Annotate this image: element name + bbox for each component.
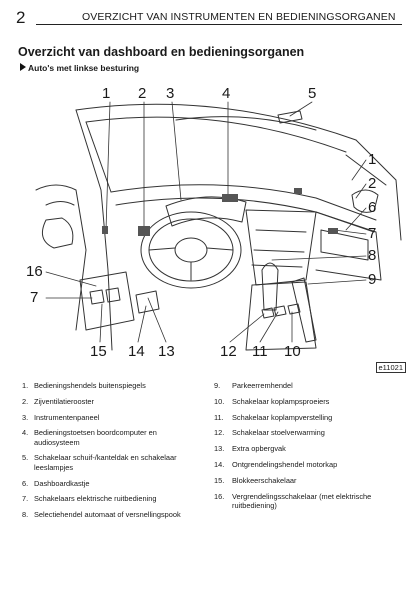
dashboard-illustration (35, 101, 402, 351)
legend-item: 2.Zijventilatierooster (22, 396, 94, 406)
callout-14-bottom: 14 (128, 343, 145, 360)
callout-1-top: 1 (102, 85, 111, 102)
legend-item: 6.Dashboardkastje (22, 478, 90, 488)
callout-7-right: 7 (368, 225, 377, 242)
legend-item: 8.Selectiehendel automaat of versnelling… (22, 510, 181, 520)
callout-11-bottom: 11 (252, 343, 268, 360)
legend-item: 3.Instrumentenpaneel (22, 412, 100, 422)
callout-8-right: 8 (368, 247, 377, 264)
callout-1-right: 1 (368, 151, 377, 168)
legend-item: 14.Ontgrendelingshendel motorkap (214, 459, 338, 469)
legend-item: 10.Schakelaar koplampsproeiers (214, 396, 330, 406)
callout-7-left: 7 (30, 289, 39, 306)
legend-item: 11.Schakelaar koplampverstelling (214, 412, 333, 422)
callout-16-left: 16 (26, 263, 43, 280)
callout-2-top: 2 (138, 85, 147, 102)
figure-reference: e11021 (375, 362, 406, 373)
legend-item: 4.Bedieningstoetsen boordcomputer en aud… (22, 428, 157, 447)
legend-item: 5.Schakelaar schuif-/kanteldak en schake… (22, 453, 177, 472)
callout-3-top: 3 (166, 85, 175, 102)
sub-heading-text: Auto's met linkse besturing (28, 63, 140, 73)
callout-12-bottom: 12 (220, 343, 237, 360)
triangle-icon (20, 63, 26, 71)
legend-item: 7.Schakelaars elektrische ruitbediening (22, 494, 157, 504)
legend-item: 13.Extra opbergvak (214, 444, 286, 454)
legend-left-column: 1.Bedieningshendels buitenspiegels 2.Zij… (22, 381, 198, 526)
legend-item: 1.Bedieningshendels buitenspiegels (22, 381, 146, 390)
callout-13-bottom: 13 (158, 343, 175, 360)
legend-item: 16.Vergrendelingsschakelaar (met elektri… (214, 491, 372, 510)
page-number: 2 (16, 8, 26, 27)
legend-item: 9.Parkeerremhendel (214, 381, 293, 390)
legend-item: 12.Schakelaar stoelverwarming (214, 428, 325, 438)
callout-10-bottom: 10 (284, 343, 301, 360)
callout-9-right: 9 (368, 271, 377, 288)
legend-item: 15.Blokkeerschakelaar (214, 475, 297, 485)
header-rule (36, 24, 402, 25)
dashboard-figure: 1 2 3 4 5 1 2 6 7 8 9 16 7 15 14 13 12 1… (16, 80, 408, 372)
callout-5-top: 5 (308, 85, 317, 102)
callout-2-right: 2 (368, 175, 377, 192)
callout-4-top: 4 (222, 85, 231, 102)
callout-6-right: 6 (368, 199, 377, 216)
header-title: OVERZICHT VAN INSTRUMENTEN EN BEDIENINGS… (82, 11, 396, 23)
legend-right-column: 9.Parkeerremhendel 10.Schakelaar koplamp… (214, 381, 404, 517)
section-title: Overzicht van dashboard en bedieningsorg… (18, 45, 305, 59)
callout-15-bottom: 15 (90, 343, 107, 360)
sub-heading: Auto's met linkse besturing (20, 63, 139, 73)
